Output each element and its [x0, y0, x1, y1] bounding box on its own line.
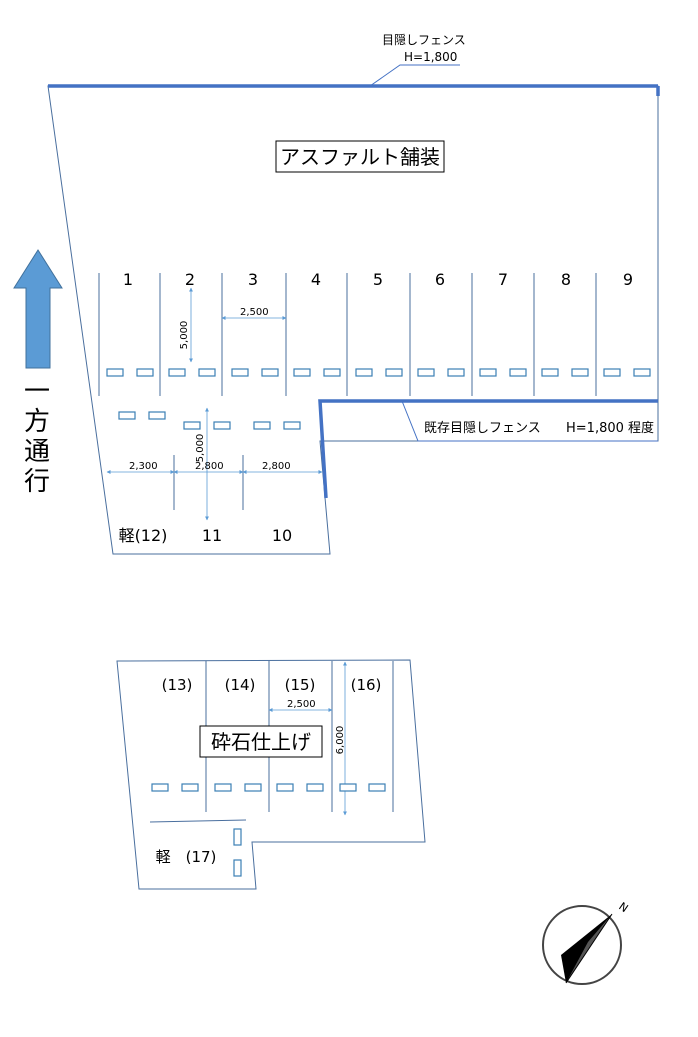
existing-fence	[318, 399, 658, 499]
middle-width-b-label: 2,800	[195, 461, 224, 472]
kei-space-divider	[149, 819, 247, 823]
space-number: (13)	[162, 676, 193, 694]
middle-width-c-label: 2,800	[262, 461, 291, 472]
space-number: 9	[623, 270, 633, 289]
one-way-char: 方	[24, 407, 50, 437]
space-number: (14)	[225, 676, 256, 694]
up-arrow-icon	[13, 249, 63, 369]
asphalt-label-box	[275, 140, 445, 173]
space-number: 1	[123, 270, 133, 289]
space-number: 10	[272, 526, 292, 545]
space-number: (15)	[285, 676, 316, 694]
new-fence-callout	[369, 64, 460, 87]
one-way-char: 一	[24, 377, 50, 407]
space-number: 軽 (17)	[156, 848, 217, 866]
upper-depth-label: 5,000	[179, 321, 190, 350]
middle-depth-label: 5,000	[195, 434, 206, 463]
gravel-label-box	[199, 725, 323, 758]
space-number: 11	[202, 526, 222, 545]
one-way-char: 通	[24, 437, 50, 467]
space-number: 軽(12)	[119, 526, 168, 545]
space-number: 3	[248, 270, 258, 289]
kei-wheel-stop	[233, 859, 242, 877]
lower-width-label: 2,500	[287, 699, 316, 710]
middle-wheel-stops	[118, 411, 301, 430]
north-label: N	[616, 900, 630, 915]
space-number: 6	[435, 270, 445, 289]
existing-fence-height: H=1,800 程度	[566, 420, 654, 436]
compass-icon: N	[542, 900, 630, 985]
space-number: 8	[561, 270, 571, 289]
existing-fence-callout	[401, 400, 658, 442]
middle-width-a-label: 2,300	[129, 461, 158, 472]
space-number: 2	[185, 270, 195, 289]
asphalt-label: アスファルト舗装	[280, 145, 440, 169]
lower-wheel-stops	[151, 783, 386, 792]
upper-space-dividers	[98, 273, 597, 396]
gravel-label: 砕石仕上げ	[211, 730, 311, 754]
upper-width-label: 2,500	[240, 307, 269, 318]
space-number: (16)	[351, 676, 382, 694]
one-way-char: 行	[24, 467, 50, 497]
space-number: 4	[311, 270, 321, 289]
one-way-text: 一 方 通 行	[24, 377, 50, 497]
new-fence-height: H=1,800	[404, 50, 457, 64]
new-fence-name: 目隠しフェンス	[382, 33, 466, 47]
middle-space-dividers	[173, 455, 244, 510]
upper-wheel-stops	[106, 368, 651, 377]
existing-fence-name: 既存目隠しフェンス	[424, 421, 541, 436]
lower-depth-label: 6,000	[335, 726, 346, 755]
lower-lot-outline	[116, 659, 426, 890]
space-number: 5	[373, 270, 383, 289]
kei-wheel-stop	[233, 828, 242, 846]
upper-space-numbers: 1 2 3 4 5 6 7 8 9	[123, 270, 633, 289]
space-number: 7	[498, 270, 508, 289]
